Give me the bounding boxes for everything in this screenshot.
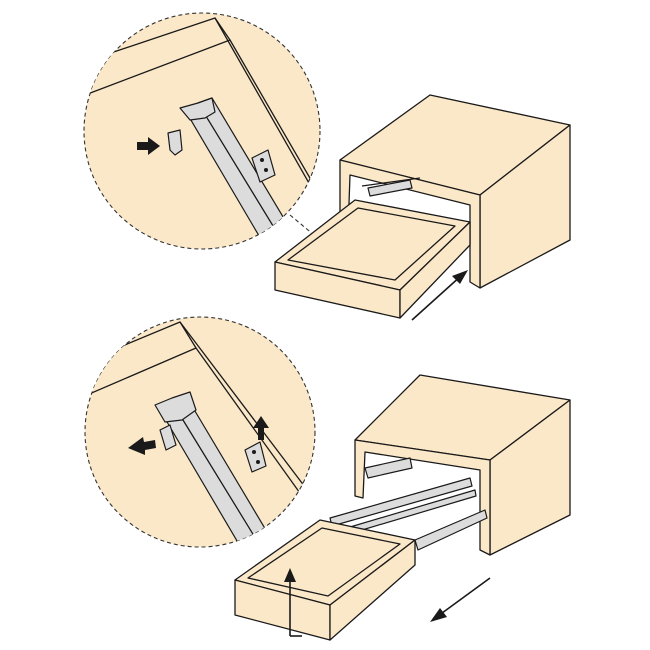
arrow-up-icon: [253, 416, 269, 440]
arrow-right-icon: [137, 137, 160, 155]
arrow-up-right-icon: [411, 270, 468, 321]
drawer-slides: [329, 457, 488, 551]
drawer-2: [234, 519, 416, 641]
cabinet-1: [339, 94, 571, 289]
step-2-detail-circle: [84, 316, 316, 548]
arrow-down-left-icon: [430, 577, 491, 622]
cabinet-2: [354, 374, 571, 556]
drawer-1: [274, 199, 471, 319]
arrow-left-icon: [128, 437, 156, 455]
step-1-panel: [83, 12, 571, 321]
step-2-panel: [84, 316, 571, 641]
arrow-up-lift-icon: [284, 568, 302, 637]
step-1-detail-circle: [83, 12, 321, 250]
